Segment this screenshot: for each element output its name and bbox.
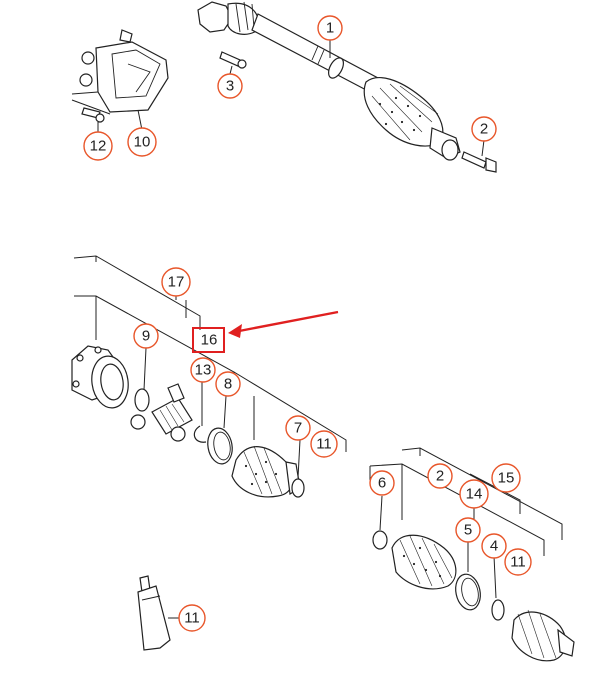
callout-16: 16 <box>201 332 218 349</box>
callout-15-label: 15 <box>498 470 515 487</box>
callout-17-label: 17 <box>168 274 185 291</box>
callout-2-bottom: 2 <box>427 463 453 489</box>
clamp-5 <box>455 573 481 611</box>
arrow-left-icon <box>228 310 339 338</box>
bolt-3 <box>219 51 247 69</box>
callout-17: 17 <box>161 267 191 297</box>
grease-tube <box>137 575 171 651</box>
joint-housing <box>71 345 129 409</box>
callout-11-middle: 11 <box>310 430 338 458</box>
callout-11-bottom: 11 <box>504 548 532 576</box>
highlight-box <box>192 327 225 353</box>
callout-9-label: 9 <box>142 328 150 345</box>
circlip-9 <box>134 388 150 412</box>
callout-3-label: 3 <box>226 78 234 95</box>
callout-16-label: 16 <box>201 332 218 349</box>
callout-6-label: 6 <box>378 475 386 492</box>
bolt-12 <box>81 107 105 123</box>
ring-13 <box>193 425 207 443</box>
ring-4 <box>491 599 505 621</box>
callout-13-label: 13 <box>195 362 212 379</box>
callout-5-label: 5 <box>464 522 472 539</box>
callout-8: 8 <box>215 371 241 397</box>
heat-shield-bracket <box>71 29 169 115</box>
callout-11-tube-label: 11 <box>184 610 200 627</box>
middle-kit-frame <box>73 255 347 452</box>
small-clamp-6 <box>372 530 388 550</box>
callout-1-label: 1 <box>326 20 334 37</box>
callout-4-label: 4 <box>490 538 498 555</box>
outer-joint <box>511 609 575 662</box>
callout-2-top-label: 2 <box>480 121 488 138</box>
callout-2-bottom-label: 2 <box>436 468 444 485</box>
drive-shaft-assembly <box>197 1 497 173</box>
callout-11-bottom-label: 11 <box>510 554 526 571</box>
callout-12: 12 <box>83 131 113 161</box>
callout-14: 14 <box>459 479 489 509</box>
tripod-joint <box>130 383 193 442</box>
callout-10: 10 <box>127 127 157 157</box>
callout-4: 4 <box>481 533 507 559</box>
callout-8-label: 8 <box>224 376 232 393</box>
boot-bottom <box>391 534 457 590</box>
callout-3: 3 <box>217 73 243 99</box>
callout-9: 9 <box>133 323 159 349</box>
small-clamp <box>291 478 305 498</box>
callout-15: 15 <box>491 463 521 493</box>
clamp-8 <box>207 427 233 465</box>
callout-5: 5 <box>455 517 481 543</box>
callout-6: 6 <box>369 470 395 496</box>
callout-1: 1 <box>317 15 343 41</box>
callout-10-label: 10 <box>134 134 151 151</box>
callout-11-tube: 11 <box>178 604 206 632</box>
callout-11-middle-label: 11 <box>316 436 332 453</box>
callout-12-label: 12 <box>90 138 107 155</box>
callout-13: 13 <box>190 357 216 383</box>
callout-7: 7 <box>285 415 311 441</box>
callout-14-label: 14 <box>466 486 483 503</box>
callout-7-label: 7 <box>294 420 302 437</box>
callout-2-top: 2 <box>471 116 497 142</box>
boot-middle <box>231 445 301 498</box>
